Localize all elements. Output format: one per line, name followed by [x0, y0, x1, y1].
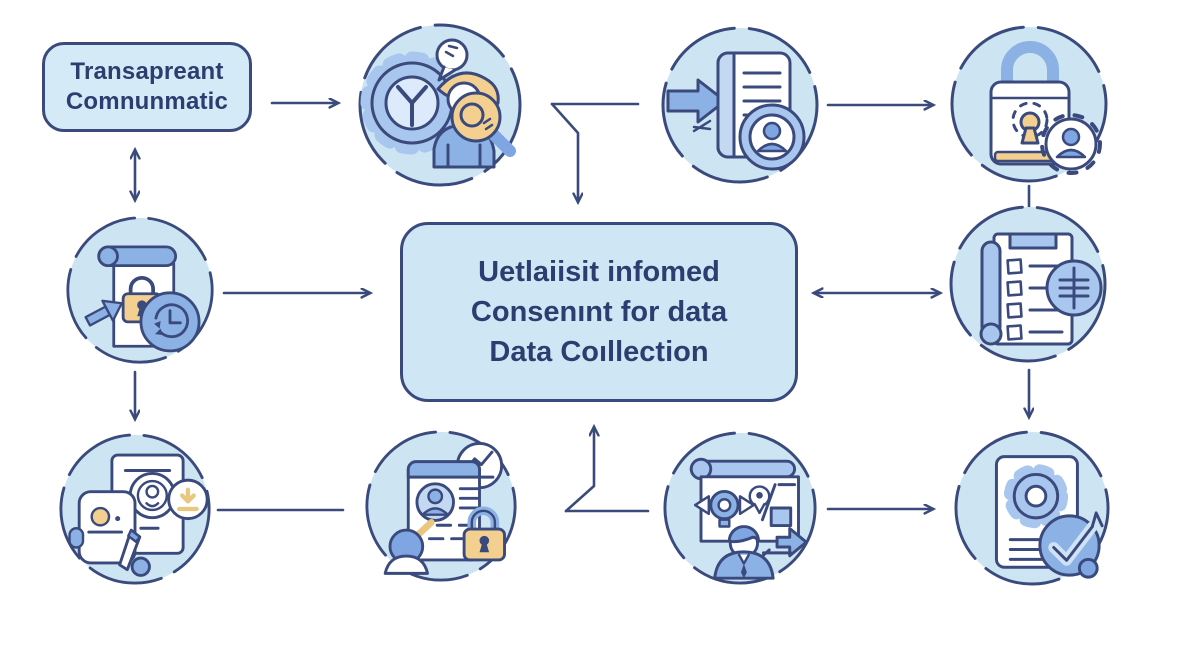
transparent-communication-box: Transapreant Comnunmatic: [42, 42, 252, 132]
box-line: Uetlaiisit infomed: [478, 255, 720, 288]
documents-signing-icon: [68, 453, 209, 577]
node-consultation: [357, 22, 523, 188]
node-compliance-check: [953, 429, 1111, 587]
profile-lock-search-icon: [383, 441, 506, 575]
clipboard-checklist-settings-icon: [979, 232, 1103, 346]
node-data-presentation: [662, 430, 818, 586]
box-line: Comnunmatic: [65, 88, 229, 115]
node-profile-review: [364, 429, 518, 583]
document-arrow-user-icon: [666, 51, 806, 171]
presenter-whiteboard-icon: [689, 457, 808, 580]
arrow-branch-to-center-bottom: [564, 427, 594, 513]
node-policy-history: [65, 215, 215, 365]
gear-document-check-icon: [994, 455, 1104, 579]
gear-user-search-icon: [360, 38, 516, 169]
padlock-user-gear-icon: [989, 41, 1102, 175]
box-line: Data Coıllection: [489, 336, 709, 368]
node-checklist: [948, 204, 1108, 364]
node-consent-document: [660, 25, 820, 185]
scroll-lock-clock-icon: [84, 245, 201, 353]
box-line: Consenınt for data: [470, 295, 728, 328]
informed-consent-box: Uetlaiisit infomed Consenınt for data Da…: [400, 222, 798, 402]
node-signature-docs: [58, 432, 212, 586]
arrow-branch-to-center-top: [550, 102, 578, 202]
box-line: Transapreant: [70, 58, 224, 85]
node-privacy-lock: [949, 24, 1109, 184]
